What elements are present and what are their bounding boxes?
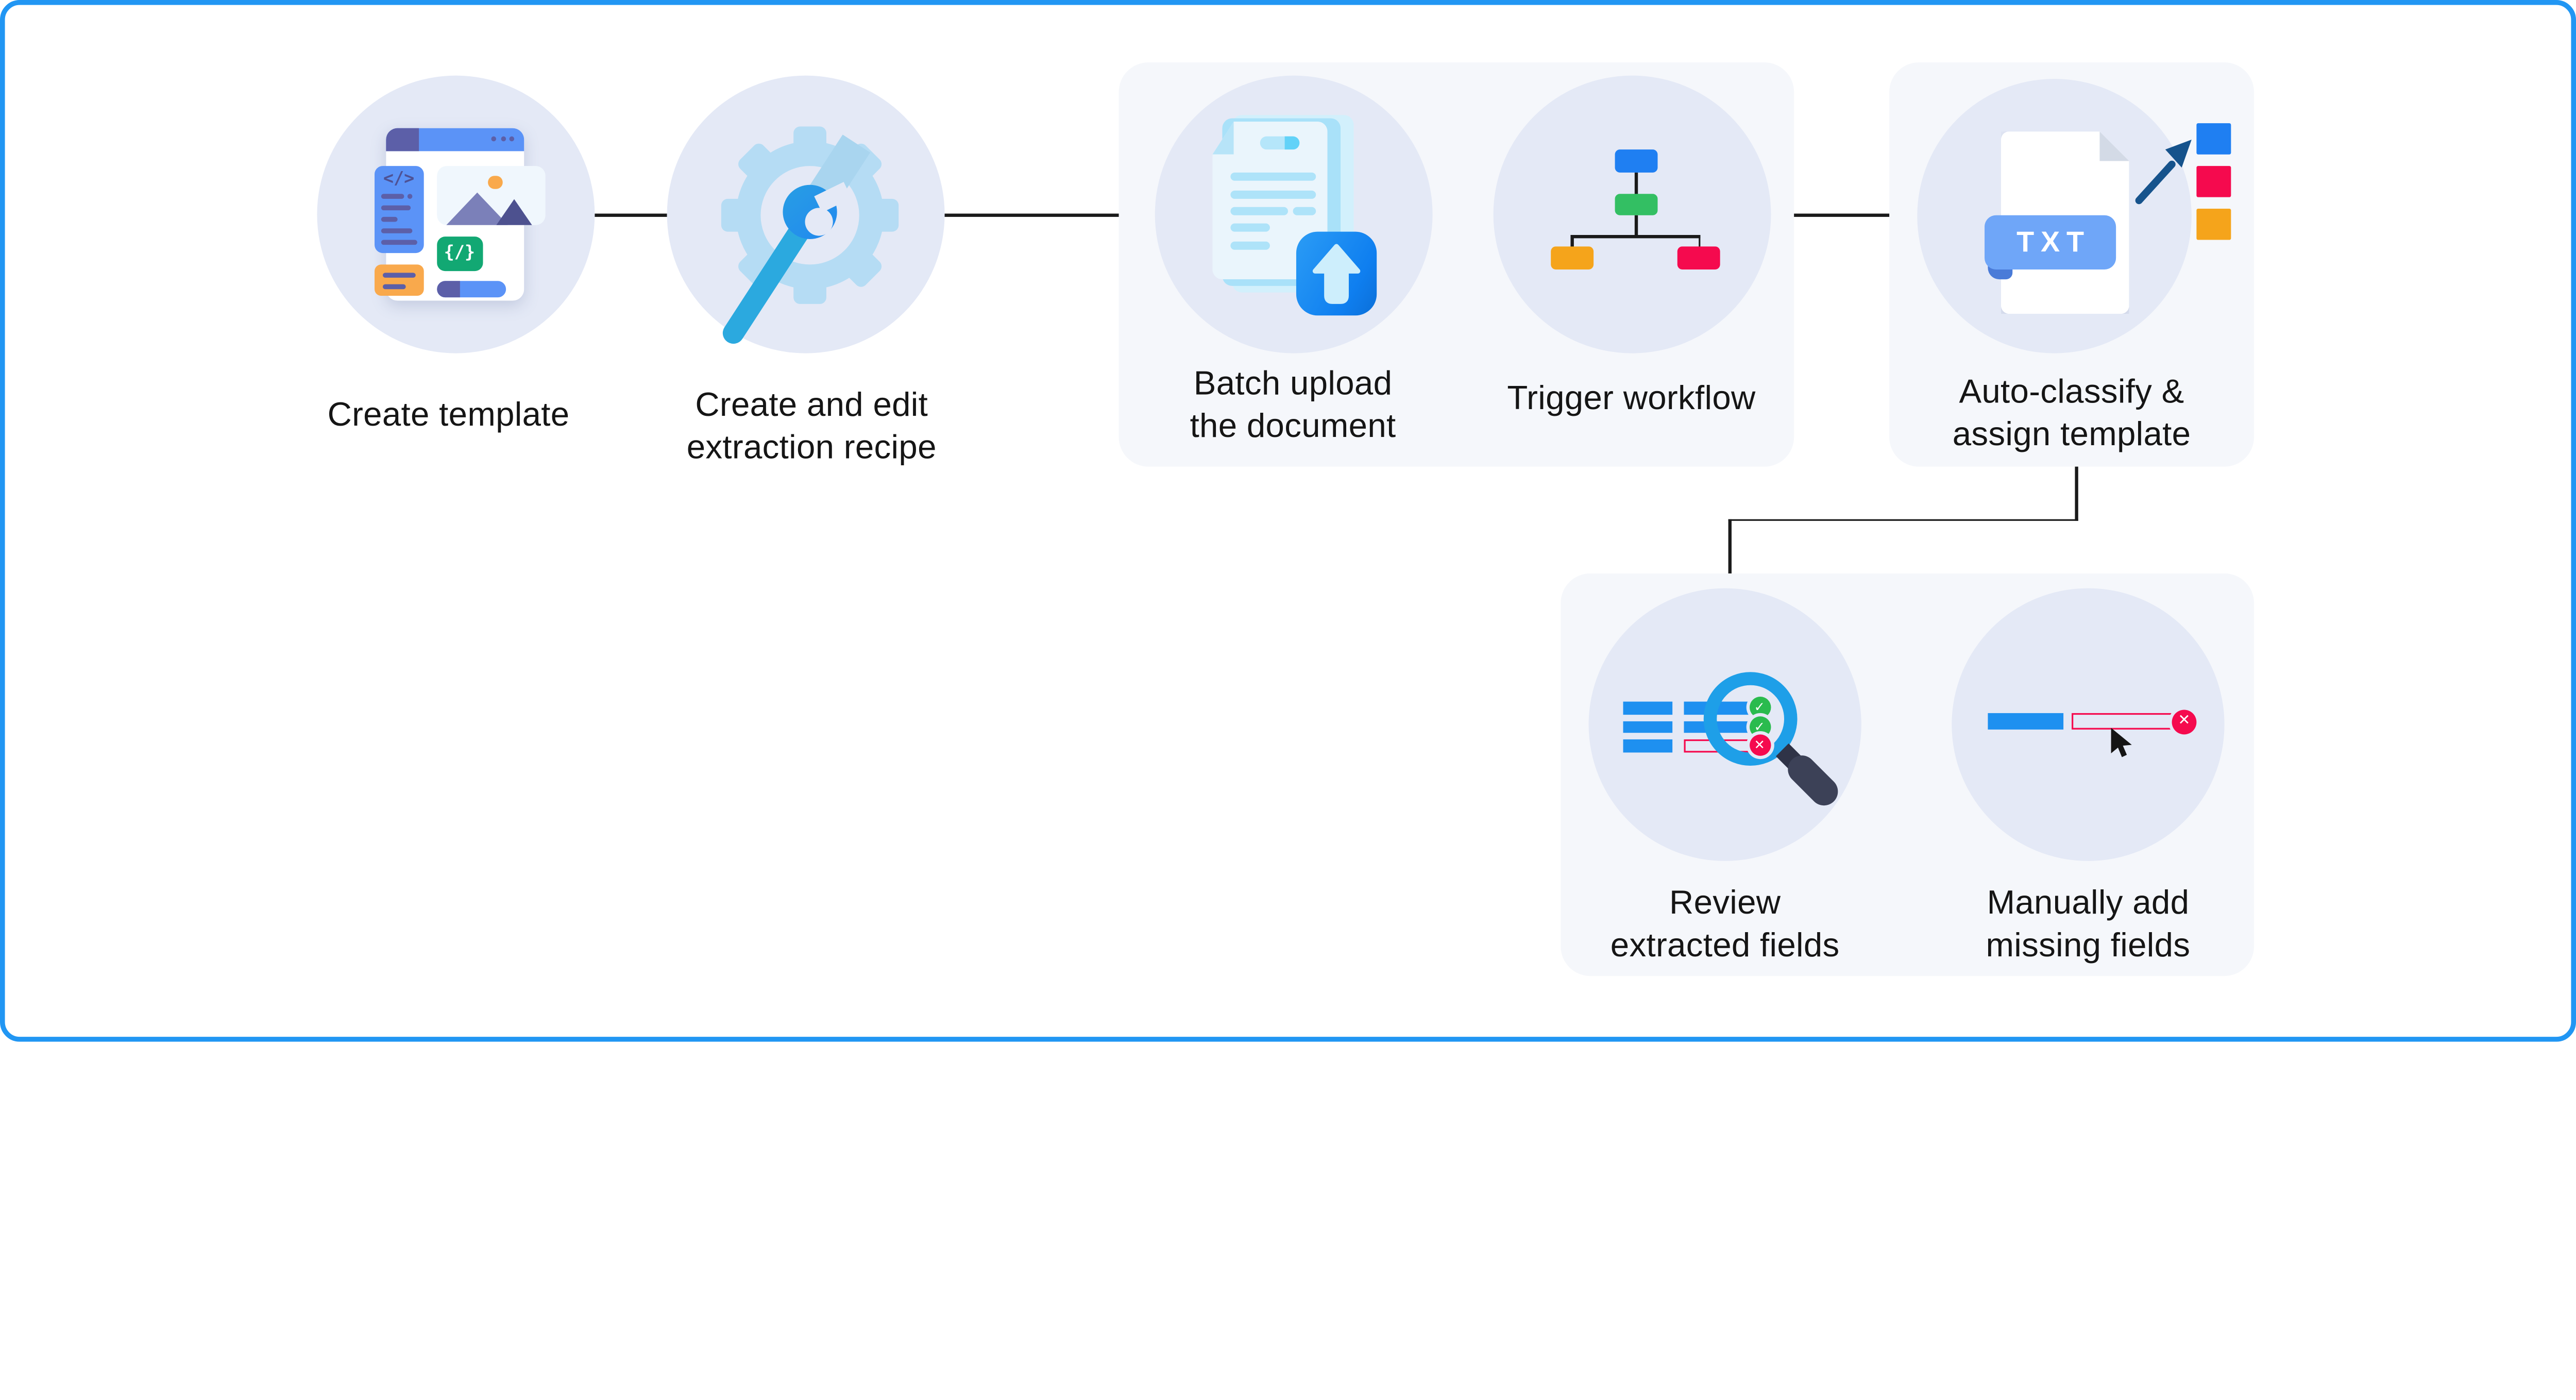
- document-upload-icon: [1155, 76, 1433, 353]
- connector-panel1-panel2: [1794, 213, 1890, 216]
- connector-step1-step2: [595, 213, 667, 216]
- step-label-batch-upload: Batch upload the document: [1190, 364, 1396, 446]
- flow-node-red: [1677, 246, 1720, 269]
- missing-field-cross-badge: ✕: [2172, 709, 2197, 734]
- mountain-large-icon: [446, 192, 509, 226]
- upload-arrow-icon: [1312, 244, 1361, 304]
- flowchart-icon: [1494, 76, 1771, 353]
- mountain-small-icon: [496, 199, 533, 226]
- txt-banner: TXT: [1985, 215, 2116, 269]
- step-circle-review-fields: ✓ ✓ ✕: [1588, 588, 1861, 861]
- code-sidebar-block: </>: [374, 165, 424, 252]
- sun-icon: [488, 175, 503, 190]
- text-block-orange: [374, 264, 424, 296]
- step-circle-trigger-workflow: [1493, 75, 1771, 353]
- progress-bar: [436, 280, 507, 297]
- step-label-review-fields: Review extracted fields: [1610, 884, 1840, 965]
- step-circle-manual-fields: ✕: [1952, 588, 2225, 861]
- code-chip-green: {/}: [436, 236, 483, 271]
- step-label-extraction-recipe: Create and edit extraction recipe: [686, 386, 937, 467]
- doc-title-pill: [1259, 136, 1299, 150]
- step-label-auto-classify: Auto-classify & assign template: [1952, 373, 2191, 454]
- browser-template-icon: </> {/}: [317, 76, 595, 353]
- browser-topbar-segment: [386, 128, 419, 150]
- flow-node-blue: [1615, 149, 1658, 173]
- code-glyph: </>: [383, 168, 415, 189]
- image-placeholder: [436, 165, 545, 226]
- flow-node-orange: [1551, 246, 1594, 269]
- document-workflow-diagram: </> {/} Create: [0, 0, 2576, 1042]
- step-label-create-template: Create template: [327, 396, 570, 434]
- step-circle-batch-upload: [1155, 75, 1433, 353]
- check-badge-2: ✓: [1749, 715, 1770, 737]
- page-border: [0, 0, 2576, 1042]
- txt-banner-label: TXT: [2016, 225, 2091, 258]
- review-fields-icon: ✓ ✓ ✕: [1589, 588, 1861, 861]
- upload-badge: [1296, 231, 1377, 316]
- mouse-cursor-icon: [2111, 728, 2132, 757]
- check-badge-1: ✓: [1749, 697, 1770, 718]
- step-label-manual-fields: Manually add missing fields: [1986, 884, 2191, 965]
- cross-badge: ✕: [1749, 734, 1770, 756]
- template-swatch-orange: [2196, 208, 2231, 240]
- browser-menu-dots-icon: [491, 137, 517, 142]
- connector-elbow-down1: [2075, 466, 2078, 521]
- manual-fields-icon: ✕: [1952, 588, 2224, 861]
- template-swatch-red: [2196, 166, 2231, 197]
- connector-elbow-across: [1728, 518, 2078, 521]
- step-circle-extraction-recipe: [667, 75, 945, 353]
- flow-node-green: [1615, 194, 1658, 215]
- template-swatch-blue: [2196, 123, 2231, 155]
- txt-file-icon: TXT: [1917, 79, 2192, 353]
- step-label-trigger-workflow: Trigger workflow: [1507, 379, 1756, 417]
- connector-step2-panel1: [944, 213, 1119, 216]
- txt-page-fold: [2099, 131, 2129, 161]
- step-circle-auto-classify: TXT: [1917, 79, 2192, 353]
- code-chip-glyph: {/}: [444, 243, 476, 263]
- connector-elbow-down2: [1728, 519, 1731, 574]
- step-circle-create-template: </> {/}: [317, 75, 595, 353]
- gear-wrench-icon: [721, 126, 899, 344]
